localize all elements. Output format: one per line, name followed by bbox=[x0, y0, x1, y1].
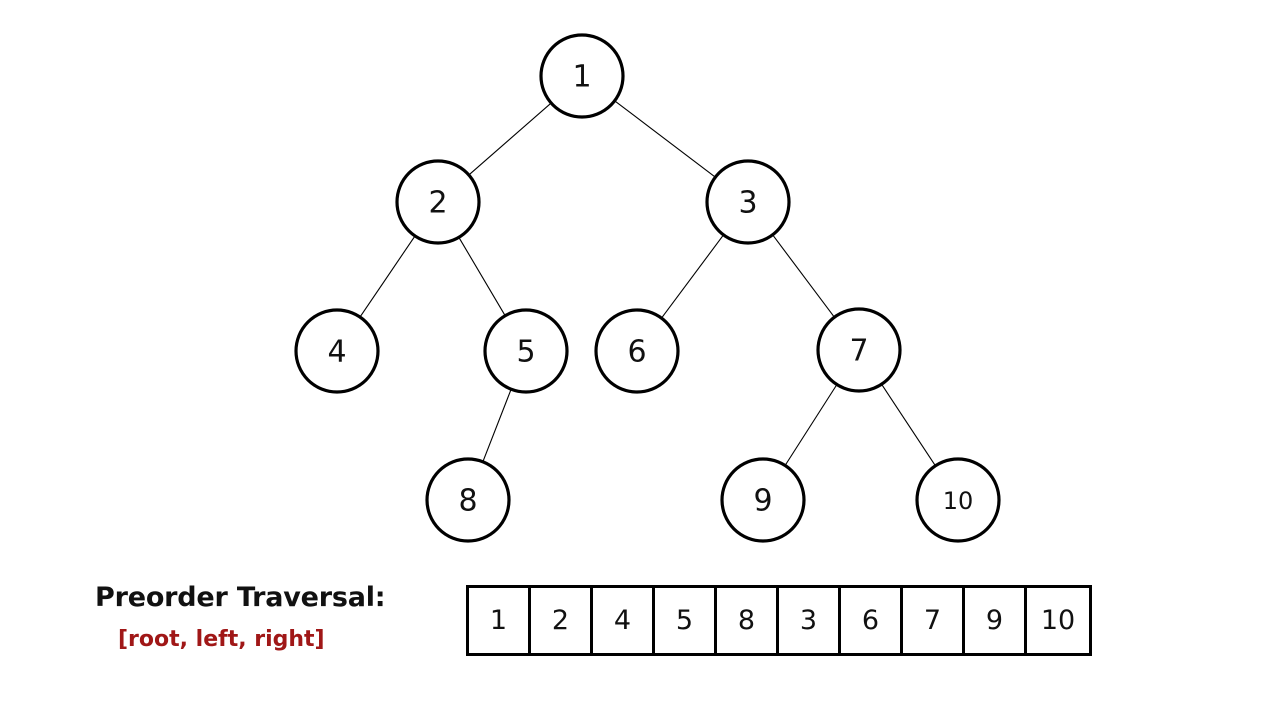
traversal-cell-4: 8 bbox=[717, 588, 779, 653]
tree-node-8[interactable]: 8 bbox=[425, 457, 511, 543]
tree-node-3[interactable]: 3 bbox=[705, 159, 791, 245]
traversal-cell-1: 2 bbox=[531, 588, 593, 653]
tree-node-circle-1[interactable] bbox=[539, 33, 625, 119]
tree-node-1[interactable]: 1 bbox=[539, 33, 625, 119]
traversal-cell-8: 9 bbox=[965, 588, 1027, 653]
tree-node-9[interactable]: 9 bbox=[720, 457, 806, 543]
tree-node-circle-10[interactable] bbox=[915, 457, 1001, 543]
tree-edge-3-6 bbox=[661, 235, 724, 318]
tree-node-label-2: 2 bbox=[428, 186, 447, 221]
tree-edge-1-2 bbox=[469, 103, 551, 175]
tree-node-6[interactable]: 6 bbox=[594, 308, 680, 394]
traversal-cell-2: 4 bbox=[593, 588, 655, 653]
tree-node-label-3: 3 bbox=[738, 186, 757, 221]
tree-node-circle-9[interactable] bbox=[720, 457, 806, 543]
tree-edge-5-8 bbox=[482, 389, 512, 462]
edge-layer bbox=[360, 100, 936, 466]
tree-edge-7-10 bbox=[881, 384, 936, 466]
node-layer: 1 2 3 4 5 6 7 8 9 10 bbox=[294, 33, 1001, 543]
tree-node-label-5: 5 bbox=[516, 335, 535, 370]
tree-edge-2-5 bbox=[458, 237, 506, 316]
traversal-cell-6: 6 bbox=[841, 588, 903, 653]
tree-edge-3-7 bbox=[772, 235, 835, 317]
tree-node-label-6: 6 bbox=[627, 335, 646, 370]
preorder-traversal-order-note: [root, left, right] bbox=[118, 627, 325, 652]
tree-node-10[interactable]: 10 bbox=[915, 457, 1001, 543]
tree-node-circle-8[interactable] bbox=[425, 457, 511, 543]
traversal-cell-9: 10 bbox=[1027, 588, 1089, 653]
tree-node-label-4: 4 bbox=[327, 335, 346, 370]
traversal-cell-7: 7 bbox=[903, 588, 965, 653]
tree-node-label-9: 9 bbox=[753, 484, 772, 519]
traversal-cell-3: 5 bbox=[655, 588, 717, 653]
tree-edge-1-3 bbox=[615, 100, 715, 178]
tree-node-circle-7[interactable] bbox=[816, 307, 902, 393]
tree-node-circle-4[interactable] bbox=[294, 308, 380, 394]
tree-node-circle-5[interactable] bbox=[483, 308, 569, 394]
tree-node-label-8: 8 bbox=[458, 484, 477, 519]
tree-node-5[interactable]: 5 bbox=[483, 308, 569, 394]
tree-node-circle-3[interactable] bbox=[705, 159, 791, 245]
traversal-cell-5: 3 bbox=[779, 588, 841, 653]
traversal-cell-0: 1 bbox=[469, 588, 531, 653]
tree-node-circle-2[interactable] bbox=[395, 159, 481, 245]
tree-node-circle-6[interactable] bbox=[594, 308, 680, 394]
tree-node-7[interactable]: 7 bbox=[816, 307, 902, 393]
tree-node-label-7: 7 bbox=[849, 334, 868, 369]
tree-edge-7-9 bbox=[785, 385, 837, 465]
tree-node-label-1: 1 bbox=[572, 60, 591, 95]
preorder-traversal-title: Preorder Traversal: bbox=[95, 582, 386, 613]
tree-edge-2-4 bbox=[360, 236, 415, 317]
tree-node-2[interactable]: 2 bbox=[395, 159, 481, 245]
tree-node-4[interactable]: 4 bbox=[294, 308, 380, 394]
tree-node-label-10: 10 bbox=[943, 487, 974, 515]
